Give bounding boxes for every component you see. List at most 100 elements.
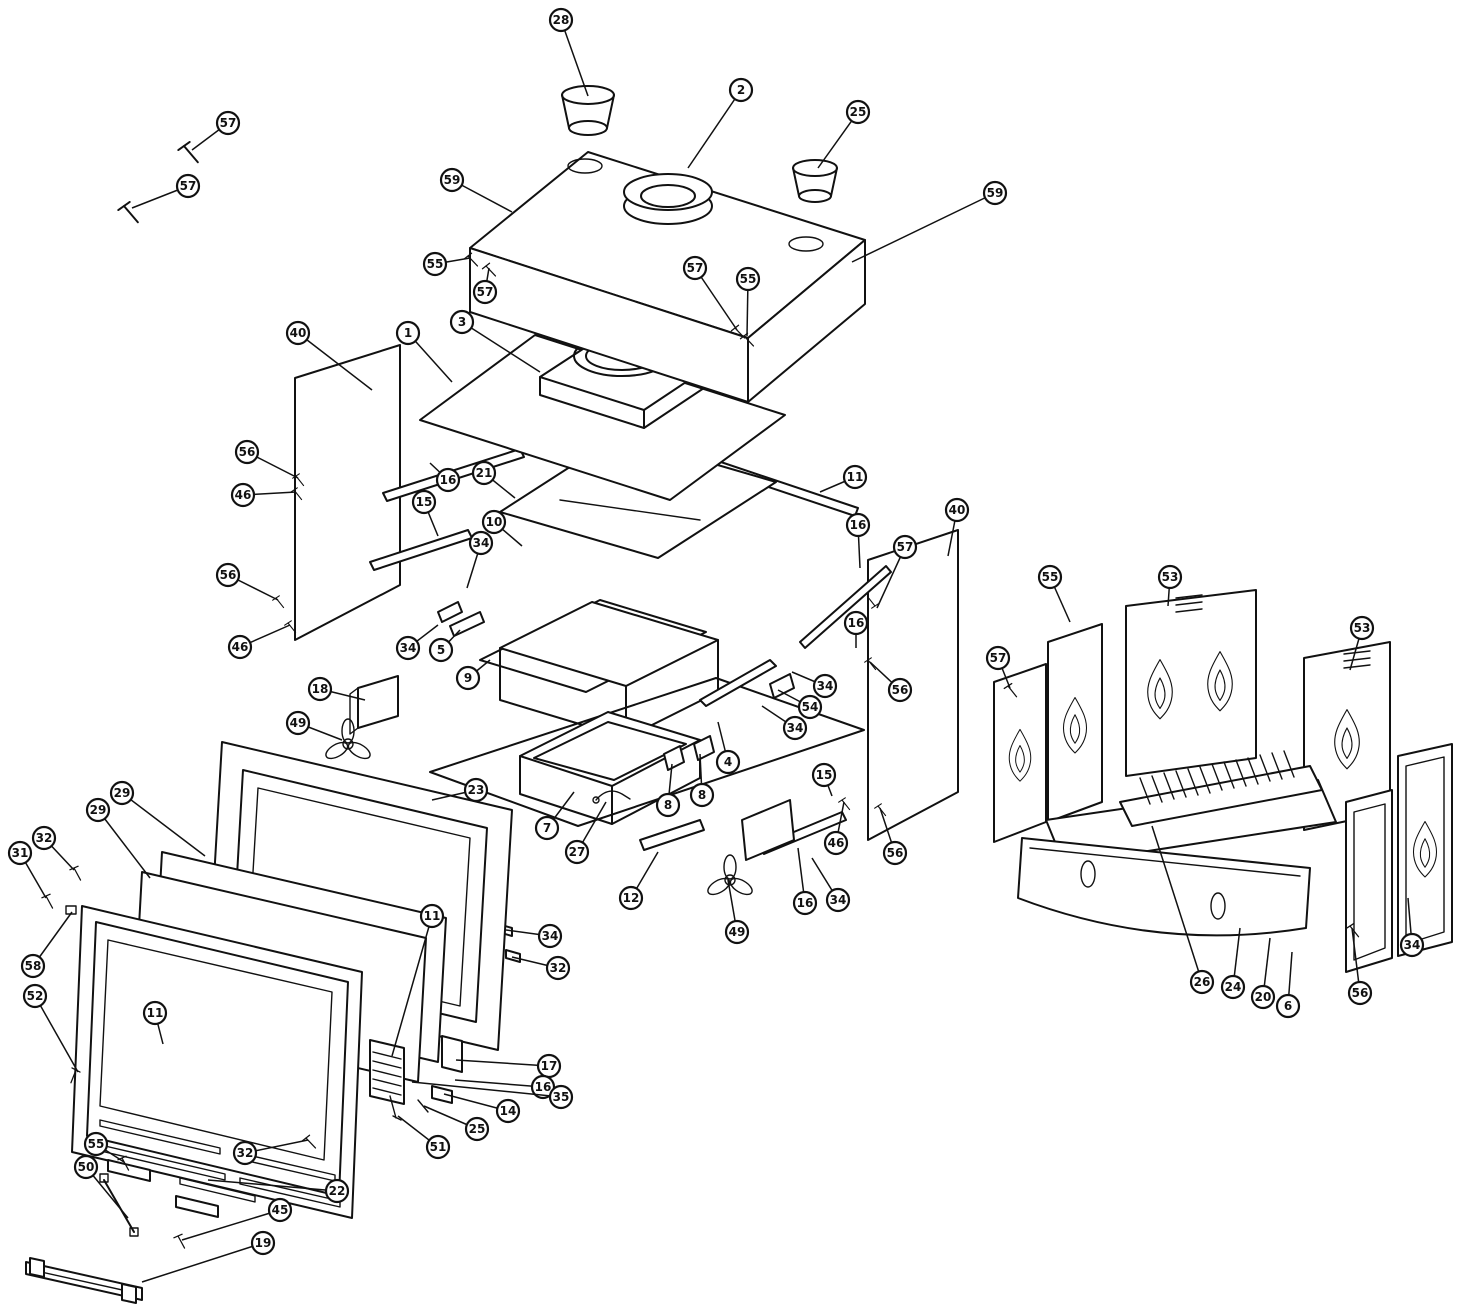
part-number: 32 bbox=[36, 831, 53, 845]
part-number: 19 bbox=[255, 1236, 272, 1250]
side-panel-right-art bbox=[836, 529, 959, 841]
part-callout: 11 bbox=[819, 464, 868, 493]
part-number: 50 bbox=[78, 1160, 95, 1174]
part-number: 7 bbox=[543, 821, 551, 835]
part-number: 56 bbox=[239, 445, 256, 459]
part-number: 1 bbox=[404, 326, 412, 340]
part-callout: 59 bbox=[439, 167, 513, 213]
part-number: 27 bbox=[569, 845, 586, 859]
part-callout: 16 bbox=[843, 610, 869, 648]
part-callout: 49 bbox=[285, 710, 343, 741]
part-callout: 27 bbox=[564, 801, 607, 865]
part-number: 16 bbox=[850, 518, 867, 532]
part-number: 34 bbox=[1404, 938, 1421, 952]
part-callout: 3 bbox=[449, 309, 541, 373]
part-number: 29 bbox=[114, 786, 131, 800]
part-callout: 16 bbox=[792, 847, 818, 916]
part-callout: 55 bbox=[1037, 564, 1071, 623]
part-callout: 4 bbox=[715, 721, 741, 775]
part-callout: 34 bbox=[761, 705, 808, 741]
part-number: 11 bbox=[847, 470, 864, 484]
part-number: 57 bbox=[180, 179, 197, 193]
part-number: 11 bbox=[424, 909, 441, 923]
part-callout: 32 bbox=[232, 1139, 309, 1166]
part-callout: 7 bbox=[534, 791, 575, 841]
part-number: 59 bbox=[444, 173, 461, 187]
part-callout: 55 bbox=[422, 251, 471, 277]
part-number: 21 bbox=[476, 466, 493, 480]
part-callout: 46 bbox=[823, 801, 849, 856]
part-number: 40 bbox=[290, 326, 307, 340]
part-callout: 53 bbox=[1349, 615, 1375, 671]
part-callout: 40 bbox=[944, 497, 970, 557]
part-callout: 15 bbox=[411, 489, 439, 537]
part-number: 55 bbox=[427, 257, 444, 271]
part-number: 56 bbox=[887, 846, 904, 860]
part-number: 8 bbox=[698, 788, 706, 802]
part-number: 59 bbox=[987, 186, 1004, 200]
part-number: 9 bbox=[464, 671, 472, 685]
part-callout: 12 bbox=[618, 851, 659, 911]
part-number: 51 bbox=[430, 1140, 447, 1154]
part-number: 56 bbox=[220, 568, 237, 582]
part-number: 52 bbox=[27, 989, 44, 1003]
part-number: 4 bbox=[724, 755, 732, 769]
part-callout: 56 bbox=[1347, 927, 1373, 1006]
part-number: 28 bbox=[553, 13, 570, 27]
firebox-art bbox=[437, 599, 719, 739]
brackets-art bbox=[349, 659, 795, 963]
part-callout: 16 bbox=[429, 462, 461, 493]
part-number: 49 bbox=[729, 925, 746, 939]
part-number: 2 bbox=[737, 83, 745, 97]
part-number: 34 bbox=[787, 721, 804, 735]
part-callout: 59 bbox=[851, 180, 1008, 263]
part-number: 34 bbox=[542, 929, 559, 943]
part-callout: 51 bbox=[397, 1115, 451, 1160]
part-number: 56 bbox=[1352, 986, 1369, 1000]
part-callout: 22 bbox=[207, 1178, 350, 1204]
part-number: 16 bbox=[535, 1080, 552, 1094]
part-callout: 1 bbox=[395, 320, 453, 383]
part-number: 34 bbox=[817, 679, 834, 693]
part-callout: 34 bbox=[395, 624, 439, 661]
part-number: 6 bbox=[1284, 999, 1292, 1013]
part-callout: 46 bbox=[230, 482, 297, 508]
part-callout: 57 bbox=[876, 534, 918, 609]
part-number: 11 bbox=[147, 1006, 164, 1020]
part-number: 5 bbox=[437, 643, 445, 657]
part-callout: 56 bbox=[879, 807, 908, 866]
part-number: 57 bbox=[220, 116, 237, 130]
part-callout: 11 bbox=[142, 1000, 168, 1045]
part-number: 35 bbox=[553, 1090, 570, 1104]
part-callout: 56 bbox=[869, 661, 913, 703]
part-callout: 31 bbox=[7, 840, 47, 899]
part-number: 55 bbox=[88, 1137, 105, 1151]
part-number: 57 bbox=[990, 651, 1007, 665]
part-number: 53 bbox=[1162, 570, 1179, 584]
part-callout: 17 bbox=[455, 1053, 562, 1079]
part-number: 15 bbox=[816, 768, 833, 782]
part-number: 29 bbox=[90, 803, 107, 817]
part-number: 40 bbox=[949, 503, 966, 517]
part-number: 16 bbox=[440, 473, 457, 487]
part-number: 15 bbox=[416, 495, 433, 509]
part-callout: 40 bbox=[285, 320, 373, 391]
part-number: 16 bbox=[797, 896, 814, 910]
part-callout: 49 bbox=[724, 879, 750, 945]
part-callout: 25 bbox=[817, 99, 871, 169]
part-number: 18 bbox=[312, 682, 329, 696]
part-number: 34 bbox=[400, 641, 417, 655]
part-callout: 24 bbox=[1220, 927, 1246, 1000]
part-callout: 58 bbox=[20, 911, 73, 979]
part-callout: 14 bbox=[443, 1093, 521, 1124]
hood-assembly-art bbox=[462, 85, 866, 403]
part-number: 20 bbox=[1255, 990, 1272, 1004]
part-number: 17 bbox=[541, 1059, 558, 1073]
part-callout: 32 bbox=[511, 955, 571, 981]
part-number: 46 bbox=[232, 640, 249, 654]
part-callout: 16 bbox=[845, 512, 871, 569]
part-callout: 50 bbox=[73, 1154, 129, 1219]
